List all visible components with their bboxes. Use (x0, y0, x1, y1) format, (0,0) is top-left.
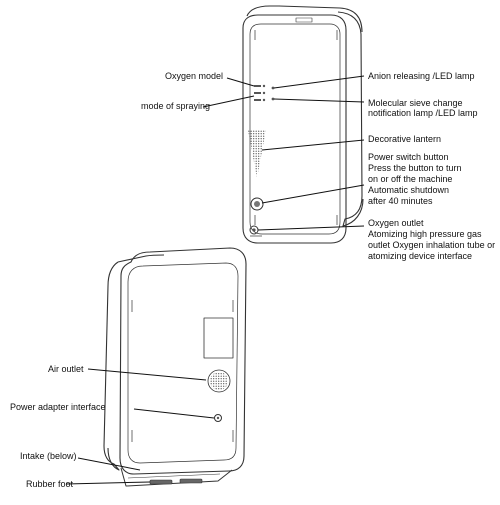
label-intake: Intake (below) (20, 451, 77, 461)
decorative-lantern (248, 130, 266, 178)
back-leader-lines (65, 368, 215, 485)
led-indicators (254, 84, 275, 102)
label-decorative-lantern: Decorative lantern (368, 134, 442, 144)
label-power-adapter: Power adapter interface (10, 402, 106, 412)
back-device-side (103, 261, 120, 471)
label-mode-of-spraying: mode of spraying (141, 101, 211, 111)
power-button-icon[interactable] (250, 197, 264, 211)
label-sieve-lamp-line1: Molecular sieve change (368, 98, 463, 108)
air-outlet-grille (207, 369, 231, 393)
front-device-side (337, 11, 364, 227)
back-device (103, 247, 247, 487)
label-outlet-line2: Atomizing high pressure gas (368, 229, 482, 239)
label-sieve-lamp-line2: notification lamp /LED lamp (368, 108, 478, 118)
label-power-line4: Automatic shutdown (368, 185, 450, 195)
front-device (242, 5, 364, 244)
label-power-line5: after 40 minutes (368, 196, 433, 206)
label-oxygen-model: Oxygen model (165, 71, 224, 81)
label-air-outlet: Air outlet (48, 364, 84, 374)
label-power-line1: Power switch button (368, 152, 449, 162)
label-rubber-foot: Rubber foot (26, 479, 74, 489)
power-adapter-port-icon (214, 414, 222, 422)
label-outlet-line3: outlet Oxygen inhalation tube or (368, 240, 496, 250)
label-outlet-line1: Oxygen outlet (368, 218, 424, 228)
rubber-feet (149, 478, 203, 485)
back-device-face (119, 247, 247, 475)
label-plate (203, 317, 234, 359)
front-device-top (246, 5, 280, 17)
label-power-line2: Press the button to turn (368, 163, 462, 173)
label-power-line3: on or off the machine (368, 174, 453, 184)
oxygen-outlet-icon (249, 225, 262, 237)
label-anion-lamp: Anion releasing /LED lamp (368, 71, 475, 81)
label-outlet-line4: atomizing device interface (368, 251, 473, 261)
front-leader-lines (202, 75, 365, 231)
front-device-face (242, 14, 347, 244)
